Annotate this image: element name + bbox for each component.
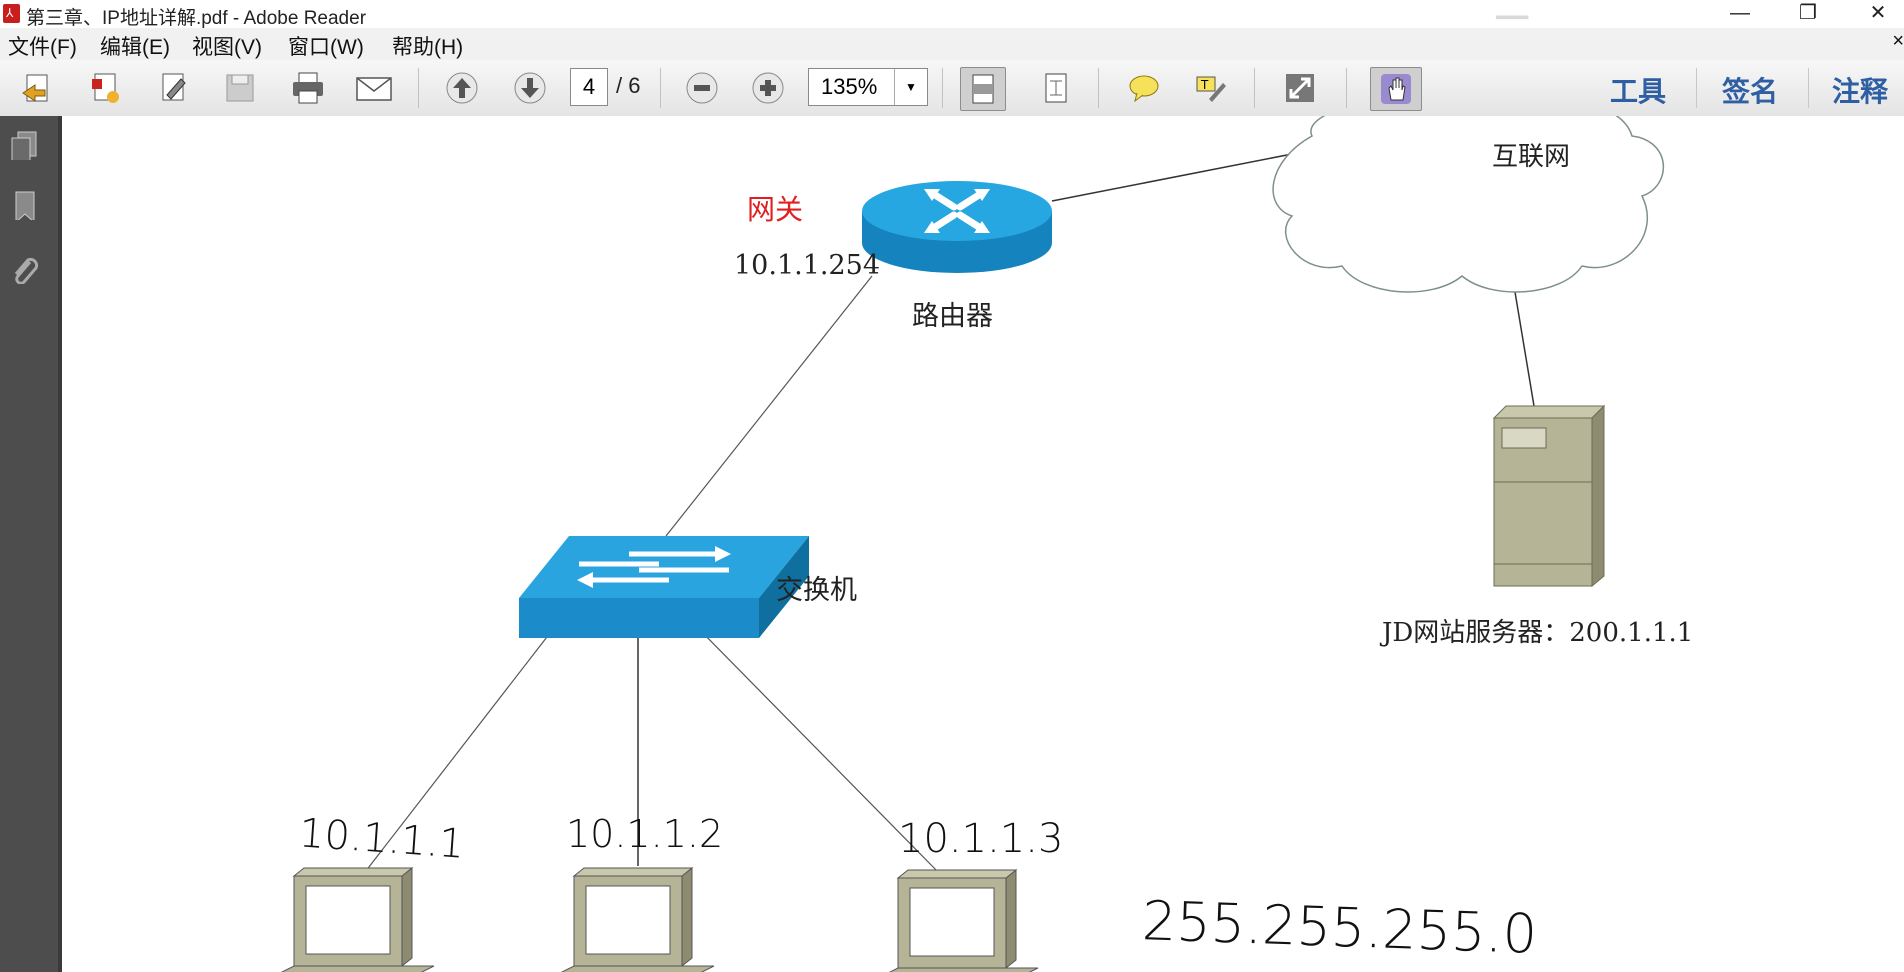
- router-internet-link: [1051, 153, 1293, 202]
- zoom-value: 135%: [821, 74, 878, 99]
- print-button[interactable]: [286, 67, 330, 109]
- zoom-in-button[interactable]: [746, 67, 790, 109]
- gateway-label: 网关: [747, 193, 804, 226]
- cloud-internet: [1272, 116, 1665, 293]
- minimize-button[interactable]: —: [1730, 2, 1750, 24]
- create-pdf-button[interactable]: [84, 67, 128, 109]
- bookmarks-icon[interactable]: [10, 190, 40, 220]
- internet-server-link: [1513, 285, 1535, 407]
- document-page: 网关 10.1.1.254 路由器 互联网 交换机 JD网站服务器：200.1.…: [62, 116, 1904, 972]
- switch-label: 交换机: [776, 575, 857, 606]
- fit-width-button[interactable]: [960, 67, 1006, 111]
- email-button[interactable]: [352, 67, 396, 109]
- router: [862, 181, 1052, 273]
- router-label: 路由器: [912, 301, 993, 332]
- toolbar: 4 / 6 135% ▼ T 工具 签名 注释: [0, 60, 1904, 117]
- arrow-down-icon: [514, 72, 546, 104]
- fit-page-icon: [1045, 73, 1067, 103]
- gateway-ip-label: 10.1.1.254: [734, 250, 880, 281]
- navigation-pane: [0, 116, 62, 972]
- zoom-select[interactable]: 135% ▼: [808, 68, 928, 106]
- host-3-ip: 10.1.1.3: [898, 816, 1064, 862]
- edit-button[interactable]: [152, 67, 196, 109]
- print-icon: [293, 72, 323, 104]
- mail-icon: [356, 77, 392, 101]
- switch-host1-link: [361, 623, 558, 877]
- chevron-down-icon[interactable]: ▼: [894, 69, 927, 105]
- page-number-input[interactable]: 4: [570, 68, 608, 106]
- save-icon: [226, 74, 254, 102]
- host-pc-1: [280, 866, 435, 972]
- switch-host3-link: [693, 623, 943, 877]
- create-pdf-icon: [92, 73, 119, 103]
- page-total: / 6: [616, 73, 641, 98]
- hand-icon: [1381, 74, 1411, 104]
- close-document-button[interactable]: ×: [1892, 30, 1904, 52]
- menu-bar: 文件(F) 编辑(E) 视图(V) 窗口(W) 帮助(H) ×: [0, 28, 1904, 61]
- open-button[interactable]: [16, 67, 60, 109]
- attachments-icon[interactable]: [10, 254, 40, 284]
- highlight-icon: T: [1196, 76, 1226, 102]
- highlight-text-button[interactable]: T: [1188, 67, 1232, 109]
- menu-edit[interactable]: 编辑(E): [100, 36, 170, 59]
- minus-icon: [686, 72, 718, 104]
- page-thumbnails-icon[interactable]: [10, 130, 40, 160]
- tab-tools[interactable]: 工具: [1610, 76, 1667, 107]
- save-button[interactable]: [218, 67, 262, 109]
- comment-icon: [1129, 75, 1159, 103]
- host-pc-3: [888, 868, 1039, 972]
- title-bar: ⅄ 第三章、IP地址详解.pdf - Adobe Reader 云 — ❐ ✕: [0, 0, 1904, 64]
- edit-pdf-icon: [162, 73, 186, 101]
- menu-window[interactable]: 窗口(W): [288, 36, 364, 59]
- web-server: [1492, 404, 1606, 588]
- previous-page-button[interactable]: [440, 67, 484, 109]
- window-title: 第三章、IP地址详解.pdf - Adobe Reader: [26, 8, 367, 29]
- internet-label: 互联网: [1492, 142, 1571, 172]
- menu-help[interactable]: 帮助(H): [392, 36, 464, 59]
- close-button[interactable]: ✕: [1869, 2, 1887, 24]
- menu-file[interactable]: 文件(F): [8, 36, 77, 59]
- svg-text:T: T: [1200, 78, 1209, 92]
- host-pc-2: [560, 866, 715, 972]
- plus-icon: [752, 72, 784, 104]
- switch: [519, 536, 809, 638]
- fit-width-icon: [972, 74, 994, 104]
- tab-sign[interactable]: 签名: [1722, 76, 1779, 107]
- host-2-ip: 10.1.1.2: [566, 812, 724, 856]
- server-label: JD网站服务器：200.1.1.1: [1382, 618, 1694, 648]
- restore-button[interactable]: ❐: [1799, 2, 1817, 24]
- adobe-reader-icon: ⅄: [3, 4, 20, 23]
- next-page-button[interactable]: [508, 67, 552, 109]
- expand-icon: [1286, 74, 1314, 102]
- open-icon: [22, 74, 48, 102]
- full-screen-button[interactable]: [1278, 67, 1322, 109]
- sticky-note-button[interactable]: [1122, 67, 1166, 109]
- menu-view[interactable]: 视图(V): [192, 36, 262, 59]
- arrow-up-icon: [446, 72, 478, 104]
- tab-comment[interactable]: 注释: [1832, 76, 1889, 107]
- network-diagram: [280, 116, 1665, 972]
- router-switch-link: [665, 275, 873, 537]
- hand-tool-button[interactable]: [1370, 67, 1422, 111]
- fit-page-button[interactable]: [1034, 67, 1078, 109]
- zoom-out-button[interactable]: [680, 67, 724, 109]
